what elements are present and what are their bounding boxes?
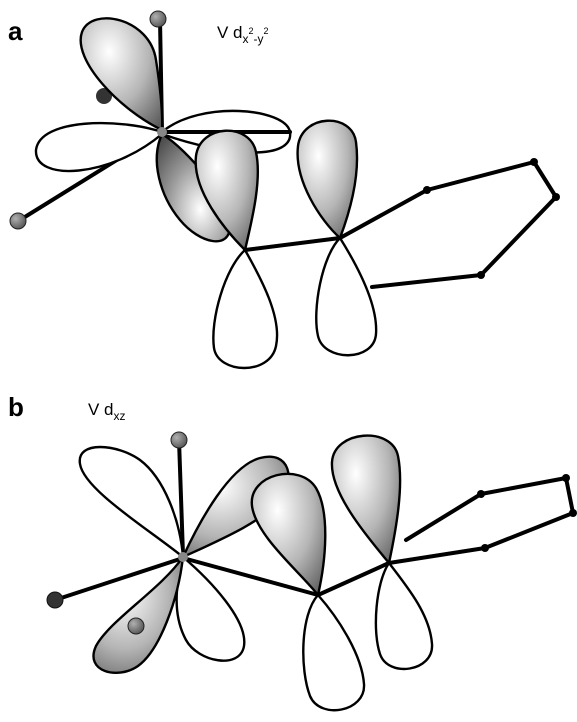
atom-c6-a xyxy=(477,271,485,279)
p-lobe-top-2-b xyxy=(332,436,400,563)
d-lobe-top-a xyxy=(81,18,163,130)
atom-c5-b xyxy=(562,474,570,482)
panel-a: a V dx2-y2 xyxy=(8,11,560,368)
p-lobe-bottom-2-a xyxy=(316,238,376,355)
atom-left-b xyxy=(47,592,63,608)
atom-left-a xyxy=(10,213,26,229)
panel-b: b V dxz xyxy=(8,392,577,710)
panel-a-orbital-label: V dx2-y2 xyxy=(217,23,269,46)
bond-c5-c6-b xyxy=(481,478,566,494)
atom-v-a xyxy=(157,127,167,137)
atom-apical-b xyxy=(171,432,187,448)
bond-c6-c7-a xyxy=(372,275,481,287)
panel-a-letter: a xyxy=(8,16,23,46)
p-lobe-bottom-1-b xyxy=(303,595,364,710)
d-lobe-upper-left-b xyxy=(80,447,183,557)
atom-front-b xyxy=(128,618,144,634)
p-lobe-bottom-1-a xyxy=(213,250,277,368)
atom-c6-b xyxy=(477,490,485,498)
bond-c1-c2-a xyxy=(245,238,340,250)
atom-apical-a xyxy=(150,11,166,27)
bond-c2-c3-b xyxy=(389,548,485,563)
atom-c4-b xyxy=(569,509,577,517)
p-lobe-top-2-a xyxy=(298,121,357,238)
d-lobe-left-a xyxy=(36,123,162,171)
bond-c6-c7-b xyxy=(406,494,481,540)
bond-c3-c4-b xyxy=(485,513,573,548)
atom-c4-a xyxy=(530,158,538,166)
bond-c4-c5-b xyxy=(566,478,573,513)
bond-c3-c4-a xyxy=(427,162,534,190)
atom-c5-a xyxy=(552,193,560,201)
panel-b-orbital-label: V dxz xyxy=(88,400,126,423)
p-lobe-bottom-2-b xyxy=(376,563,432,669)
bond-c5-c6-a xyxy=(481,197,556,275)
atom-v-b xyxy=(178,552,188,562)
p-lobe-top-1-b xyxy=(252,474,325,595)
atom-c3-b xyxy=(481,544,489,552)
bond-c4-c5-a xyxy=(534,162,556,197)
atom-c3-a xyxy=(423,186,431,194)
panel-b-letter: b xyxy=(8,392,24,422)
